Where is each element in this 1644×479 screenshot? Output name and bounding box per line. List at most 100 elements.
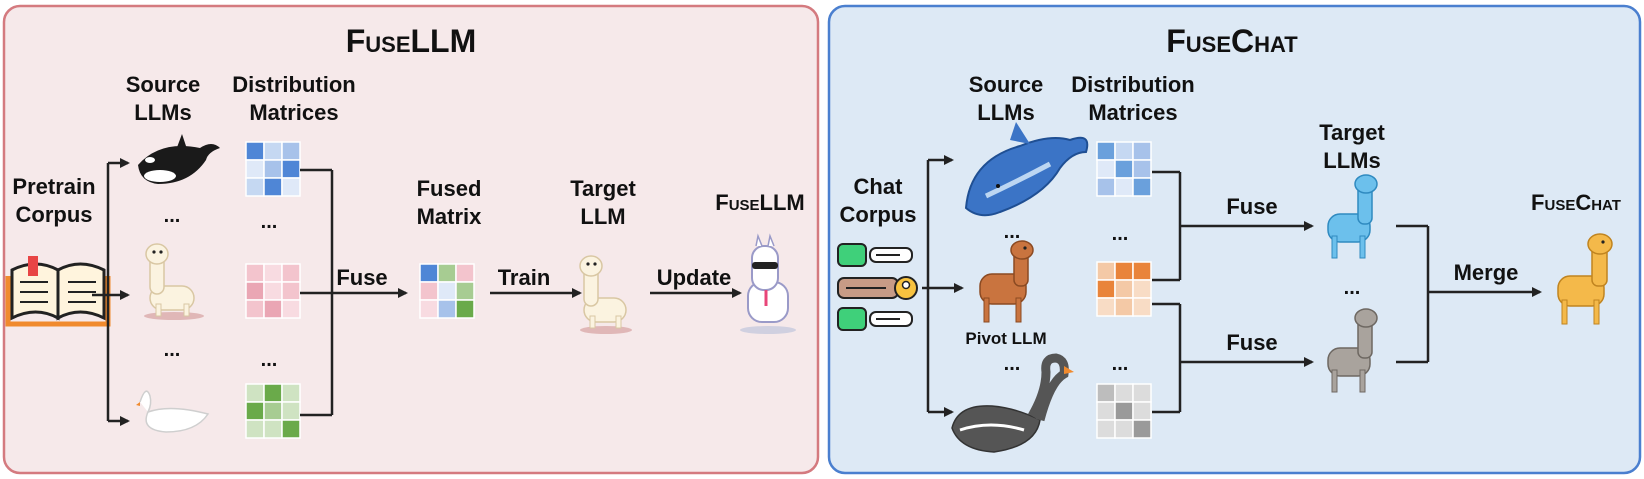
chat-corpus-label-2: Corpus (840, 202, 917, 227)
matrix-cell (1114, 279, 1134, 299)
matrix-cell (1132, 141, 1152, 161)
swan-icon (951, 353, 1074, 453)
distribution-matrix-orange (1096, 261, 1152, 317)
source-llms-label-2: LLMs (977, 100, 1034, 125)
ellipsis: ... (261, 211, 278, 233)
distribution-matrices-label: Distribution (232, 72, 355, 97)
fuse-label-top: Fuse (1226, 194, 1277, 219)
matrix-cell (1114, 401, 1134, 421)
matrix-cell (245, 177, 265, 197)
matrix-cell (455, 281, 475, 301)
fusellm-title: FuseLLM (346, 23, 477, 59)
fusechat-result-label: FuseChat (1531, 190, 1621, 215)
source-branch-arrows (922, 155, 964, 417)
matrix-cell (245, 159, 265, 179)
matrix-cell (455, 299, 475, 319)
matrix-cell (263, 383, 283, 403)
matrix-cell (1096, 401, 1116, 421)
matrix-cell (1114, 383, 1134, 403)
matrix-cell (1096, 279, 1116, 299)
matrix-cell (245, 263, 265, 283)
llama-icon (1327, 308, 1378, 393)
distribution-matrix-blue (245, 141, 301, 197)
ellipsis: ... (1344, 277, 1361, 299)
llama-icon (1557, 233, 1613, 325)
matrix-cell (263, 159, 283, 179)
source-branch-arrows (92, 158, 130, 426)
matrix-cell (281, 281, 301, 301)
matrix-cell (1096, 297, 1116, 317)
matrix-cell (263, 263, 283, 283)
matrix-cell (245, 141, 265, 161)
ellipsis: ... (1004, 221, 1021, 243)
ellipsis: ... (1112, 353, 1129, 375)
ellipsis: ... (261, 349, 278, 371)
pretrain-corpus-label-2: Corpus (16, 202, 93, 227)
matrix-cell (1132, 297, 1152, 317)
matrix-cell (1114, 297, 1134, 317)
fused-matrix-label: Fused (417, 176, 482, 201)
target-llm-label: Target (570, 176, 636, 201)
train-label: Train (498, 265, 551, 290)
matrix-cell (437, 263, 457, 283)
matrix-cell (437, 281, 457, 301)
distribution-matrix-gray (1096, 383, 1152, 439)
matrix-cell (1096, 177, 1116, 197)
matrix-cell (1114, 419, 1134, 439)
update-label: Update (657, 265, 732, 290)
matrix-cell (281, 419, 301, 439)
matrix-cell (1096, 419, 1116, 439)
ellipsis: ... (164, 339, 181, 361)
book-icon (5, 256, 111, 327)
matrix-cell (245, 419, 265, 439)
fusechat-title: FuseChat (1166, 23, 1298, 59)
whale-icon (964, 122, 1089, 217)
fuse-bracket-top (1152, 170, 1314, 282)
matrix-cell (281, 383, 301, 403)
matrix-cell (281, 141, 301, 161)
swan-icon (136, 390, 210, 433)
matrix-cell (1114, 141, 1134, 161)
merge-label: Merge (1454, 260, 1519, 285)
matrix-cell (245, 383, 265, 403)
source-llms-label: Source (969, 72, 1044, 97)
matrix-cell (263, 401, 283, 421)
orca-icon (138, 134, 220, 184)
matrix-cell (1096, 159, 1116, 179)
matrix-cell (263, 419, 283, 439)
matrix-cell (437, 299, 457, 319)
matrix-cell (1132, 383, 1152, 403)
matrix-cell (1096, 141, 1116, 161)
distribution-matrix-pink (245, 263, 301, 319)
alpaca-icon (579, 255, 632, 334)
matrix-cell (455, 263, 475, 283)
matrix-cell (281, 299, 301, 319)
target-llms-label: Target (1319, 120, 1385, 145)
source-llms-label-2: LLMs (134, 100, 191, 125)
pivot-llm-label: Pivot LLM (965, 329, 1046, 348)
matrix-cell (1114, 177, 1134, 197)
matrix-cell (1096, 383, 1116, 403)
ellipsis: ... (164, 205, 181, 227)
matrix-cell (281, 177, 301, 197)
target-llms-label-2: LLMs (1323, 148, 1380, 173)
fusechat-panel: FuseChat Source LLMs Distribution Matric… (827, 4, 1642, 475)
matrix-cell (245, 299, 265, 319)
matrix-cell (1132, 401, 1152, 421)
matrix-cell (263, 177, 283, 197)
distribution-matrix-green (245, 383, 301, 439)
alpaca-icon (144, 243, 204, 320)
matrix-cell (1132, 279, 1152, 299)
llama-icon (740, 233, 796, 334)
fused-matrix-label-2: Matrix (417, 204, 483, 229)
matrix-cell (1114, 159, 1134, 179)
chat-corpus-label: Chat (854, 174, 904, 199)
fuse-bracket-bottom (1152, 302, 1314, 414)
matrix-cell (245, 281, 265, 301)
matrix-cell (281, 263, 301, 283)
fuse-bracket (300, 168, 408, 417)
fusellm-panel: FuseLLM Source LLMs Distribution Matrice… (2, 4, 820, 475)
ellipsis: ... (1112, 223, 1129, 245)
matrix-cell (419, 299, 439, 319)
